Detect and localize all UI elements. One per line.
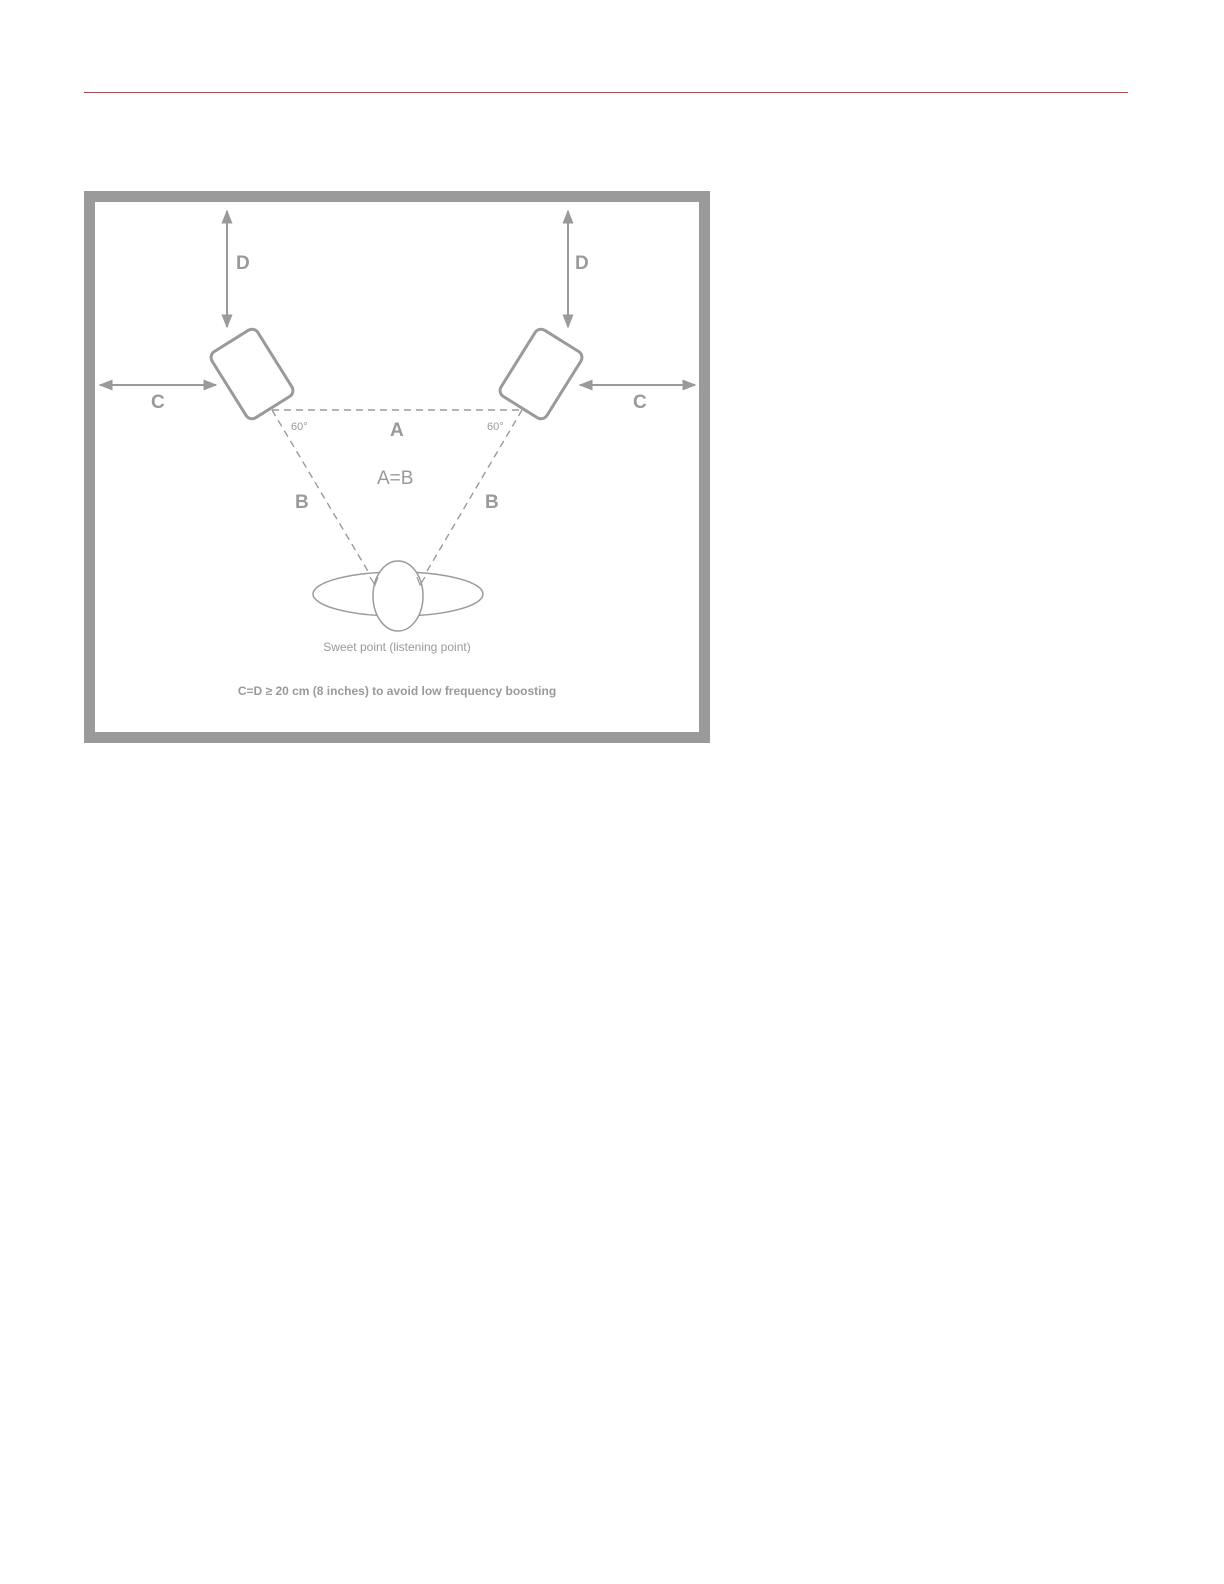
- label-c-right: C: [633, 392, 647, 413]
- placement-note: C=D ≥ 20 cm (8 inches) to avoid low freq…: [238, 684, 556, 698]
- angle-label-left: 60°: [291, 421, 308, 433]
- speaker-placement-diagram: D D C C A B B A=B 60° 60° Sweet point (l…: [84, 191, 710, 743]
- left-speaker-icon: [208, 327, 295, 422]
- sweet-point-caption: Sweet point (listening point): [323, 640, 470, 654]
- distance-b-line-right: [420, 410, 522, 583]
- label-d-left: D: [236, 253, 250, 274]
- label-a: A: [390, 420, 404, 441]
- room-outline: [90, 197, 705, 738]
- label-b-left: B: [295, 492, 309, 513]
- right-speaker-icon: [497, 327, 584, 422]
- angle-label-right: 60°: [487, 421, 504, 433]
- distance-b-line-left: [272, 410, 375, 583]
- listener-head-icon: [313, 561, 483, 631]
- header-rule: [84, 92, 1128, 93]
- label-b-right: B: [485, 492, 499, 513]
- label-c-left: C: [151, 392, 165, 413]
- label-a-equals-b: A=B: [377, 468, 413, 489]
- label-d-right: D: [575, 253, 589, 274]
